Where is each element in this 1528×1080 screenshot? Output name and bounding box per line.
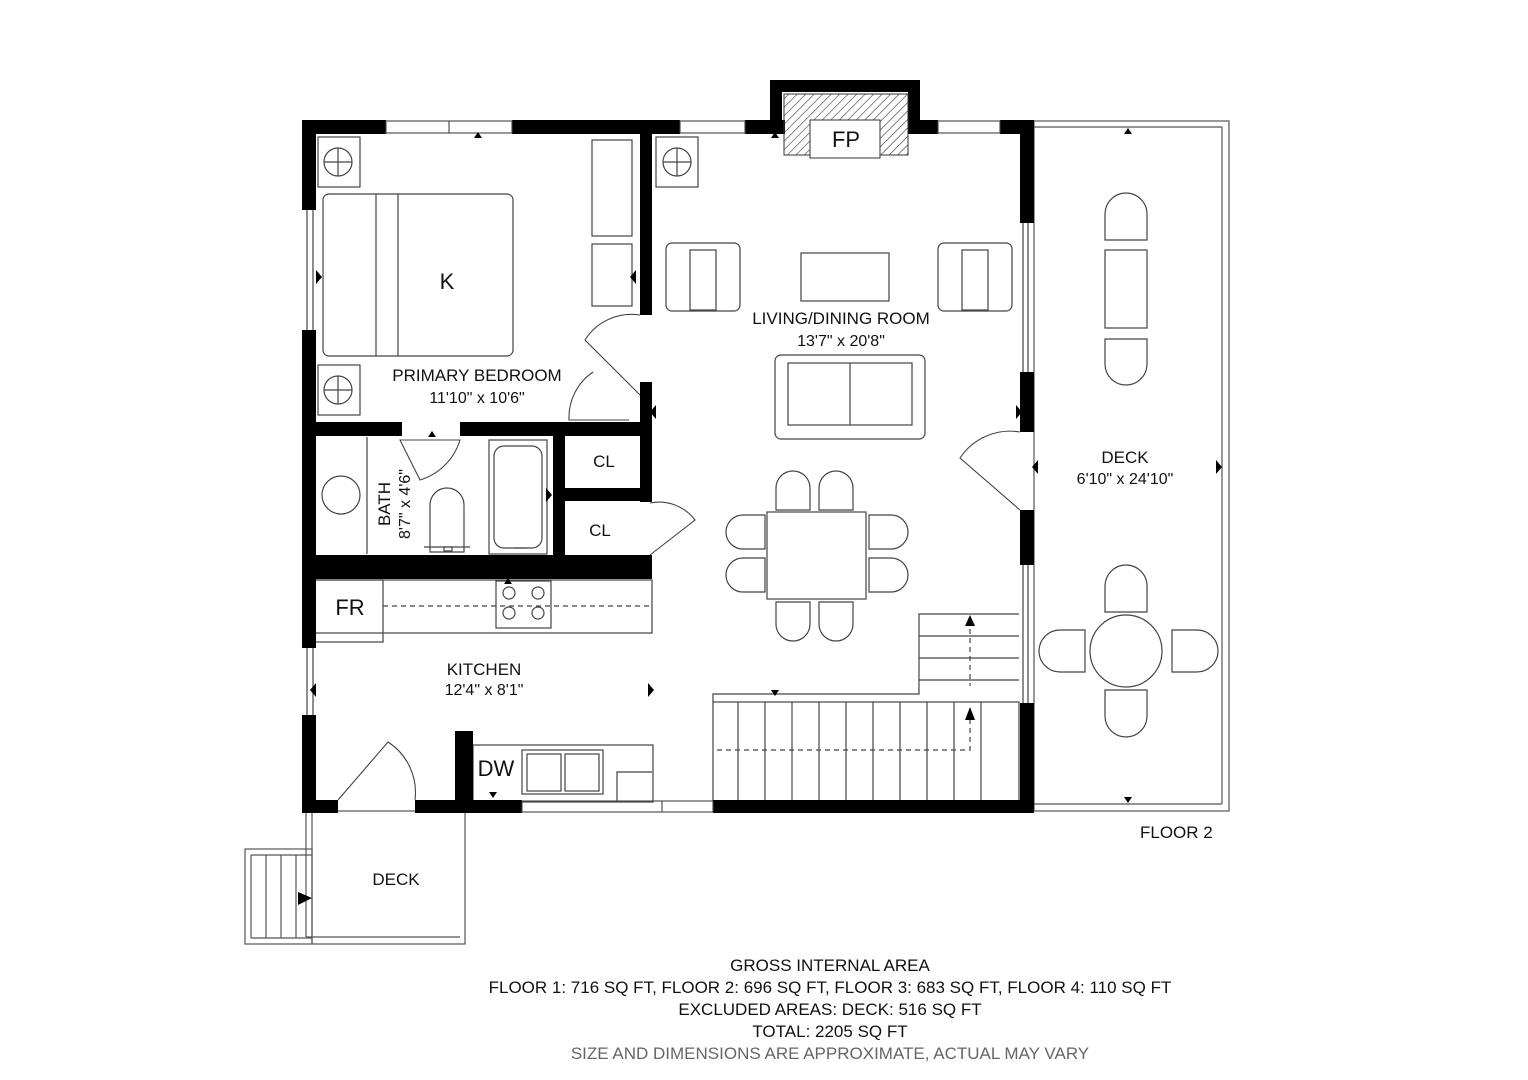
floor-label: FLOOR 2	[1140, 823, 1213, 842]
closet-2-label: CL	[589, 521, 611, 540]
living-room-label: LIVING/DINING ROOM	[752, 309, 930, 328]
area-note: SIZE AND DIMENSIONS ARE APPROXIMATE, ACT…	[570, 1044, 1090, 1063]
deck-south-outline	[244, 810, 466, 945]
dishwasher-label: DW	[478, 756, 515, 781]
area-title: GROSS INTERNAL AREA	[730, 956, 930, 975]
bed-label: K	[440, 269, 455, 294]
bath-label: BATH	[375, 482, 394, 526]
stair-arrow-icon	[298, 892, 312, 905]
area-total: TOTAL: 2205 SQ FT	[752, 1022, 908, 1041]
chairs	[725, 192, 1219, 738]
primary-bedroom-dims: 11'10" x 10'6"	[429, 390, 524, 407]
deck-east-label: DECK	[1101, 448, 1149, 467]
closet-1-label: CL	[593, 452, 615, 471]
kitchen-dims: 12'4" x 8'1"	[445, 682, 524, 699]
living-room-dims: 13'7" x 20'8"	[797, 333, 885, 350]
deck-east-dims: 6'10" x 24'10"	[1077, 471, 1174, 488]
deck-south-label: DECK	[372, 870, 420, 889]
primary-bedroom-label: PRIMARY BEDROOM	[392, 366, 561, 385]
fireplace-label: FP	[832, 127, 860, 152]
area-floors: FLOOR 1: 716 SQ FT, FLOOR 2: 696 SQ FT, …	[488, 978, 1172, 997]
door-swings	[337, 313, 1021, 801]
kitchen-label: KITCHEN	[447, 660, 522, 679]
fridge-label: FR	[335, 595, 364, 620]
area-summary: GROSS INTERNAL AREA FLOOR 1: 716 SQ FT, …	[330, 955, 1330, 1065]
arrow-markers	[310, 128, 1222, 803]
bath-dims: 8'7" x 4'6"	[397, 469, 414, 539]
windows	[385, 120, 1001, 813]
walls	[302, 80, 1034, 813]
area-excluded: EXCLUDED AREAS: DECK: 516 SQ FT	[678, 1000, 982, 1019]
